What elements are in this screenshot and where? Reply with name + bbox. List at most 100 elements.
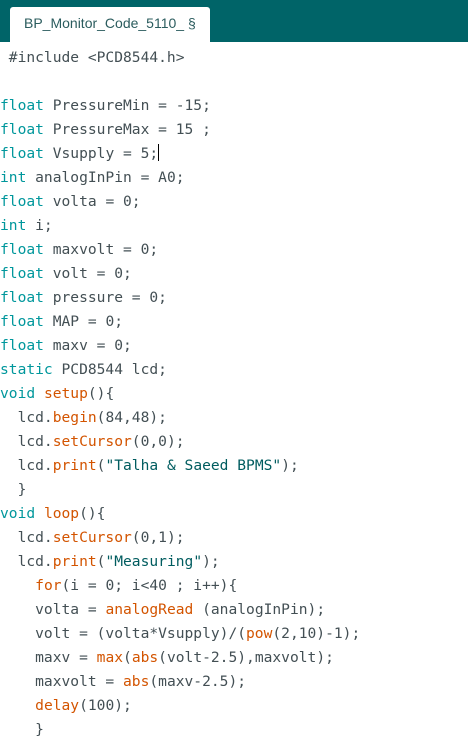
code-token: MAP = 0; [43, 313, 124, 330]
code-token: volt = (volta*Vsupply)/( [0, 625, 247, 642]
code-token: (0,1); [131, 529, 185, 546]
keyword-token: float [0, 265, 44, 282]
code-token: maxv = 0; [43, 337, 132, 354]
code-line: float PressureMax = 15 ; [0, 118, 360, 142]
code-token: PCD8544 lcd; [52, 361, 167, 378]
code-token: ); [281, 457, 299, 474]
code-token [35, 385, 44, 402]
code-line: volta = analogRead (analogInPin); [0, 598, 360, 622]
code-token: (volt-2.5),maxvolt); [158, 649, 334, 666]
code-editor[interactable]: #include <PCD8544.h> float PressureMin = … [0, 42, 468, 745]
function-token: begin [52, 409, 97, 426]
code-line: static PCD8544 lcd; [0, 358, 360, 382]
code-token [35, 505, 44, 522]
function-token: abs [131, 649, 159, 666]
code-line [0, 70, 360, 94]
code-token: lcd. [0, 457, 53, 474]
code-line: float volta = 0; [0, 190, 360, 214]
code-line: #include <PCD8544.h> [0, 46, 360, 70]
text-caret [158, 144, 160, 161]
code-token: i; [26, 217, 53, 234]
code-token: ); [202, 553, 220, 570]
code-line: int i; [0, 214, 360, 238]
code-line: lcd.print("Measuring"); [0, 550, 360, 574]
code-line: float Vsupply = 5; [0, 142, 360, 166]
code-line: int analogInPin = A0; [0, 166, 360, 190]
function-token: delay [35, 697, 80, 714]
code-line: void setup(){ [0, 382, 360, 406]
keyword-token: float [0, 97, 44, 114]
keyword-token: float [0, 313, 44, 330]
editor-tab-bar: BP_Monitor_Code_5110_ § [0, 0, 468, 43]
keyword-token: static [0, 361, 53, 378]
code-token: maxvolt = 0; [43, 241, 159, 258]
code-token: } [0, 481, 27, 498]
code-token: (100); [79, 697, 132, 714]
code-token: PressureMin = -15; [43, 97, 211, 114]
code-token: lcd. [0, 433, 53, 450]
code-token [0, 577, 35, 594]
code-line: lcd.begin(84,48); [0, 406, 360, 430]
code-token [0, 697, 35, 714]
keyword-token: float [0, 193, 44, 210]
keyword-token: void [0, 505, 36, 522]
code-line: delay(100); [0, 694, 360, 718]
function-token: abs [123, 673, 150, 690]
keyword-token: float [0, 337, 44, 354]
code-token: ( [96, 553, 106, 570]
code-token: (analogInPin); [193, 601, 326, 618]
code-line: volt = (volta*Vsupply)/(pow(2,10)-1); [0, 622, 360, 646]
code-token: ( [123, 649, 132, 666]
code-token: maxvolt = [0, 673, 124, 690]
function-token: max [96, 649, 124, 666]
code-line: maxvolt = abs(maxv-2.5); [0, 670, 360, 694]
function-token: loop [43, 505, 80, 522]
code-line: } [0, 478, 360, 502]
code-token: lcd. [0, 553, 53, 570]
code-line: float maxvolt = 0; [0, 238, 360, 262]
function-token: setCursor [52, 433, 132, 450]
keyword-token: float [0, 241, 44, 258]
code-token: ( [96, 457, 106, 474]
code-token: volta = 0; [43, 193, 141, 210]
keyword-token: int [0, 217, 27, 234]
code-line: float MAP = 0; [0, 310, 360, 334]
code-line: maxv = max(abs(volt-2.5),maxvolt); [0, 646, 360, 670]
string-token: "Talha & Saeed BPMS" [105, 457, 282, 474]
code-token: (0,0); [131, 433, 185, 450]
code-token: #include <PCD8544.h> [0, 49, 185, 66]
code-line: for(i = 0; i<40 ; i++){ [0, 574, 360, 598]
code-line: float maxv = 0; [0, 334, 360, 358]
code-token: Vsupply = 5; [43, 145, 159, 162]
code-line: float volt = 0; [0, 262, 360, 286]
function-token: print [52, 457, 97, 474]
code-token: (2,10)-1); [272, 625, 361, 642]
code-text[interactable]: #include <PCD8544.h> float PressureMin = … [0, 46, 360, 742]
code-line: lcd.print("Talha & Saeed BPMS"); [0, 454, 360, 478]
code-token: lcd. [0, 529, 53, 546]
keyword-token: void [0, 385, 36, 402]
code-token: (84,48); [96, 409, 167, 426]
function-token: pow [246, 625, 273, 642]
code-token: analogInPin = A0; [26, 169, 185, 186]
code-token: (){ [87, 385, 115, 402]
keyword-token: float [0, 121, 44, 138]
keyword-token: float [0, 289, 44, 306]
code-token: lcd. [0, 409, 53, 426]
code-token: volt = 0; [43, 265, 132, 282]
code-line: float pressure = 0; [0, 286, 360, 310]
code-line: lcd.setCursor(0,0); [0, 430, 360, 454]
keyword-token: float [0, 145, 44, 162]
code-line: } [0, 718, 360, 742]
function-token: setCursor [52, 529, 132, 546]
code-line: float PressureMin = -15; [0, 94, 360, 118]
function-token: for [35, 577, 62, 594]
code-line: void loop(){ [0, 502, 360, 526]
code-line: lcd.setCursor(0,1); [0, 526, 360, 550]
code-token: } [0, 721, 44, 738]
function-token: print [52, 553, 97, 570]
code-token: pressure = 0; [43, 289, 167, 306]
code-token: (i = 0; i<40 ; i++){ [61, 577, 238, 594]
tab-sketch[interactable]: BP_Monitor_Code_5110_ § [10, 7, 210, 42]
keyword-token: int [0, 169, 27, 186]
